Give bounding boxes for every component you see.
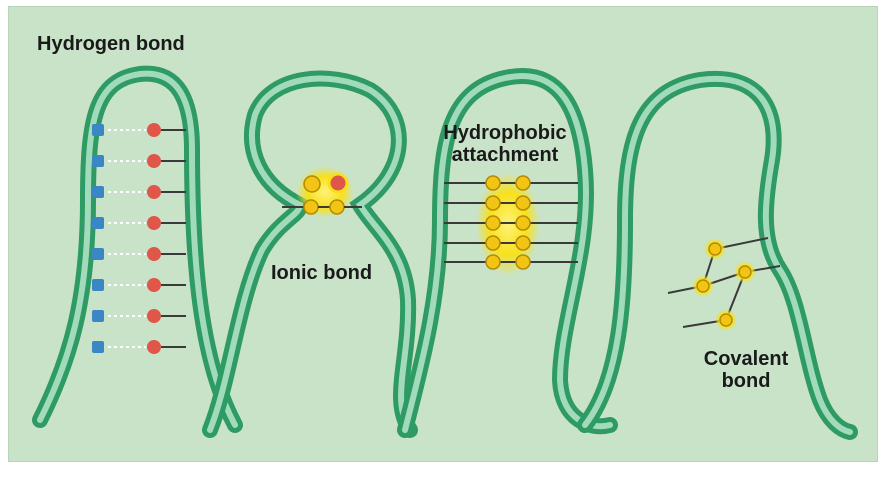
yellow-circle-icon xyxy=(516,255,530,269)
blue-square-icon xyxy=(92,341,104,353)
yellow-atom-icon xyxy=(739,266,751,278)
red-circle-icon xyxy=(147,123,161,137)
ionic-bond-label: Ionic bond xyxy=(271,262,372,284)
yellow-circle-icon xyxy=(486,216,500,230)
hydrogen-bond-row xyxy=(92,185,186,199)
covalent-label-line2: bond xyxy=(686,370,806,392)
hydrogen-bond-row xyxy=(92,216,186,230)
hydrogen-bond-row xyxy=(92,340,186,354)
yellow-circle-icon xyxy=(486,255,500,269)
hydrogen-bond-row xyxy=(92,278,186,292)
hydrogen-bond-rows xyxy=(92,123,186,354)
red-circle-icon xyxy=(147,340,161,354)
yellow-atom-icon xyxy=(720,314,732,326)
hydrogen-bond-row xyxy=(92,309,186,323)
covalent-label-line1: Covalent xyxy=(686,348,806,370)
red-circle-icon xyxy=(147,278,161,292)
yellow-atom-icon xyxy=(697,280,709,292)
blue-square-icon xyxy=(92,248,104,260)
red-circle-icon xyxy=(147,247,161,261)
hydrophobic-attachment-label: Hydrophobic attachment xyxy=(430,122,580,166)
covalent-bond-label: Covalent bond xyxy=(686,348,806,392)
red-circle-icon xyxy=(147,216,161,230)
yellow-atom-icon xyxy=(709,243,721,255)
hydrogen-bond-row xyxy=(92,154,186,168)
yellow-circle-icon xyxy=(516,196,530,210)
red-circle-icon xyxy=(147,185,161,199)
blue-square-icon xyxy=(92,217,104,229)
hydrogen-bond-ribbon xyxy=(40,74,235,425)
charge-circle-icon xyxy=(304,176,320,192)
hydrophobic-label-line1: Hydrophobic xyxy=(430,122,580,144)
yellow-circle-icon xyxy=(516,216,530,230)
yellow-circle-icon xyxy=(516,236,530,250)
hydrophobic-label-line2: attachment xyxy=(430,144,580,166)
hydrophobic-groups xyxy=(444,172,578,276)
ionic-bond-ribbon xyxy=(210,79,410,430)
yellow-circle-icon xyxy=(486,236,500,250)
yellow-atom-icon xyxy=(330,200,344,214)
hydrogen-bond-row xyxy=(92,123,186,137)
blue-square-icon xyxy=(92,186,104,198)
yellow-circle-icon xyxy=(486,176,500,190)
charge-circle-icon xyxy=(329,174,347,192)
yellow-circle-icon xyxy=(516,176,530,190)
red-circle-icon xyxy=(147,309,161,323)
hydrogen-bond-label: Hydrogen bond xyxy=(37,33,185,55)
hydrogen-bond-row xyxy=(92,247,186,261)
blue-square-icon xyxy=(92,155,104,167)
yellow-circle-icon xyxy=(486,196,500,210)
yellow-atom-icon xyxy=(304,200,318,214)
blue-square-icon xyxy=(92,279,104,291)
blue-square-icon xyxy=(92,310,104,322)
blue-square-icon xyxy=(92,124,104,136)
red-circle-icon xyxy=(147,154,161,168)
